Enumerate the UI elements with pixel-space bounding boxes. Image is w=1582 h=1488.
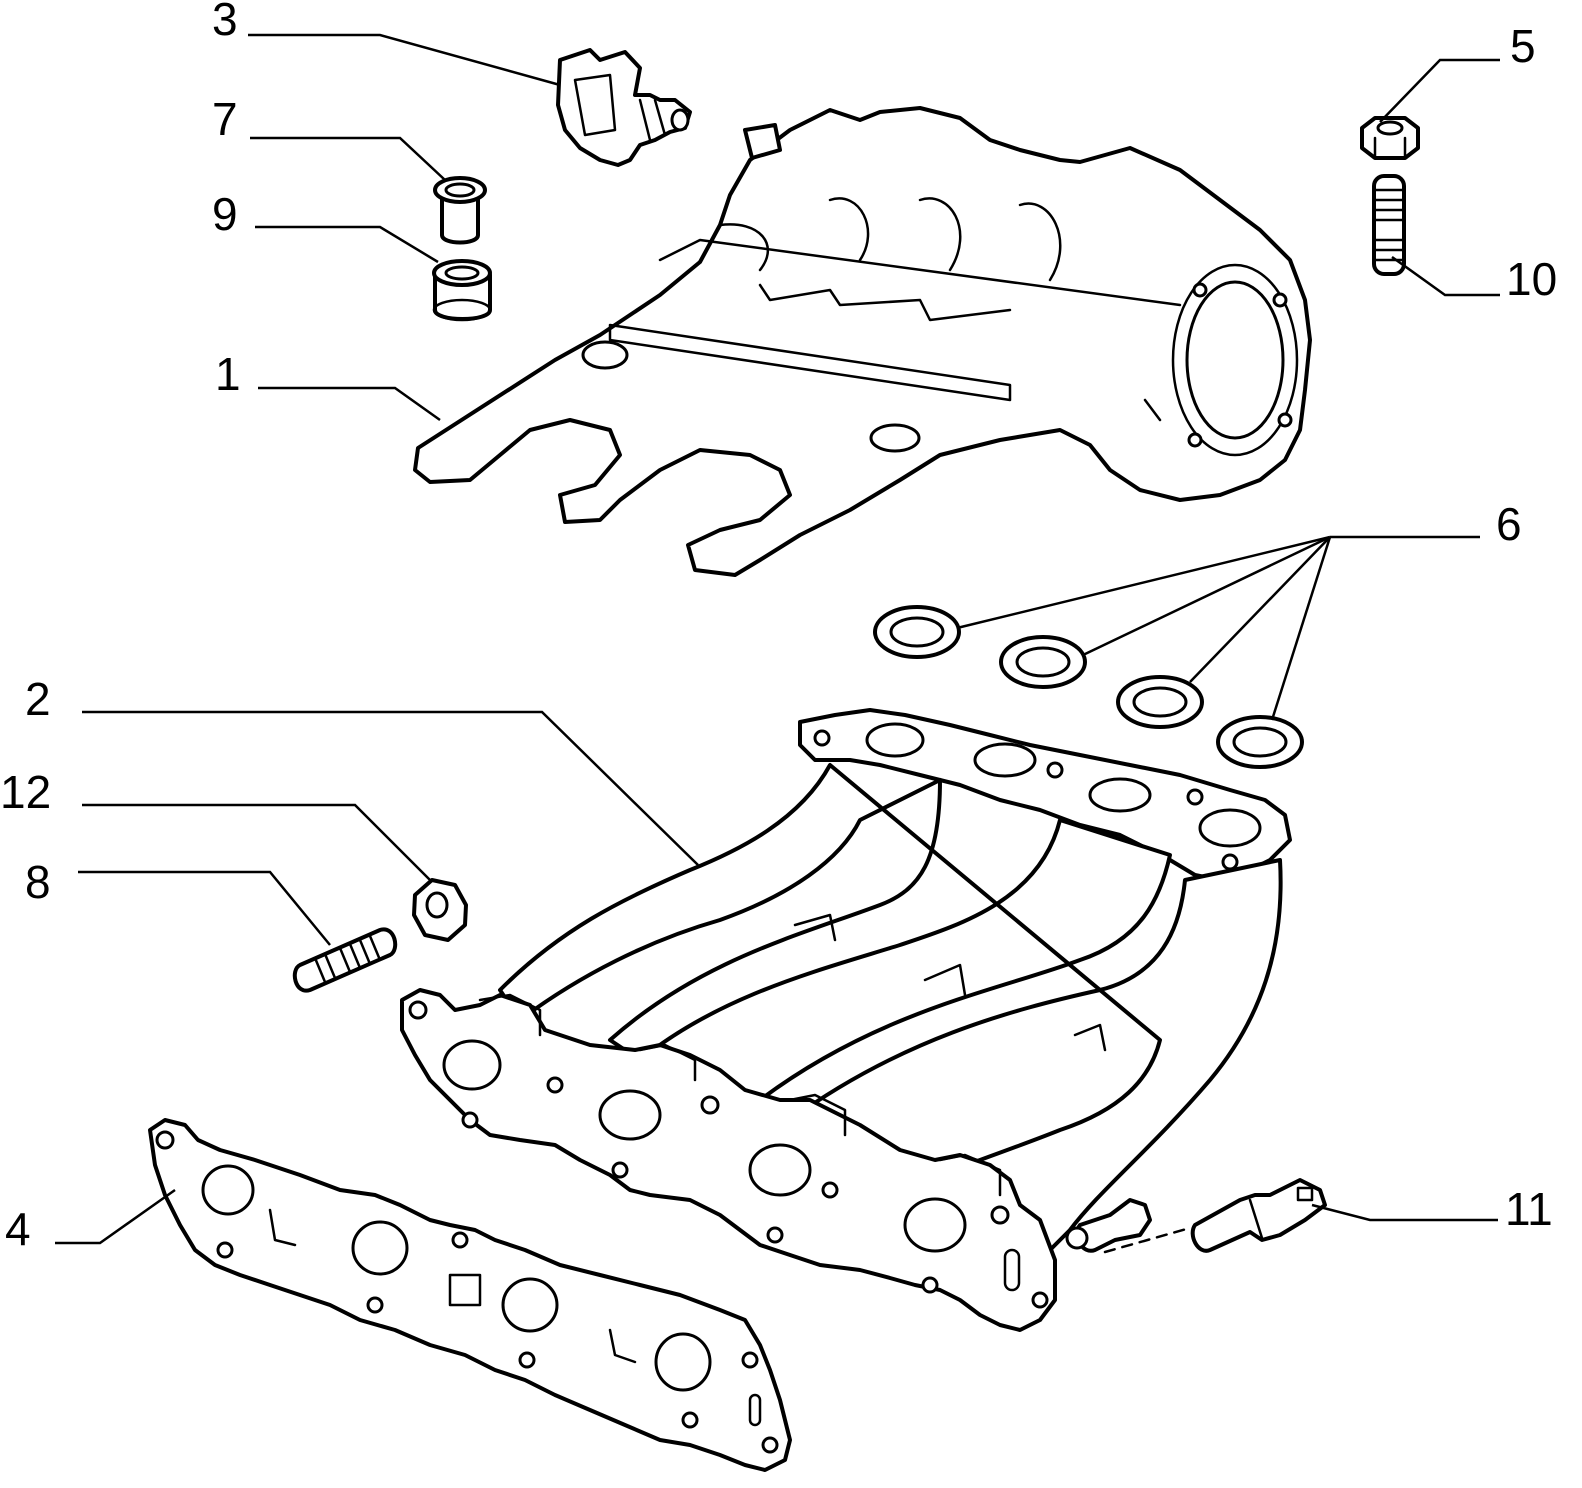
callout-9: 9 xyxy=(212,188,238,240)
grommet-9 xyxy=(432,259,492,322)
stud-10 xyxy=(1372,174,1406,276)
callout-2: 2 xyxy=(25,673,51,725)
leader-9 xyxy=(255,225,439,264)
bushing-7 xyxy=(433,176,487,245)
callout-11: 11 xyxy=(1505,1183,1553,1235)
map-sensor xyxy=(556,48,692,167)
leader-3 xyxy=(248,33,561,87)
leader-5 xyxy=(1379,58,1500,123)
stud-8 xyxy=(292,927,398,993)
leader-11 xyxy=(1311,1203,1498,1222)
temperature-sensor-11 xyxy=(1065,1178,1327,1254)
leader-6c xyxy=(1189,536,1331,683)
seal-rings-6 xyxy=(873,605,1304,769)
manifold-gasket-4 xyxy=(148,1118,792,1472)
callout-5: 5 xyxy=(1510,20,1536,72)
upper-intake-manifold xyxy=(413,106,1312,577)
callout-7: 7 xyxy=(212,93,238,145)
leader-4 xyxy=(55,1188,176,1245)
leader-7 xyxy=(250,136,446,181)
leader-6b xyxy=(1082,535,1331,657)
leader-8 xyxy=(78,870,331,946)
leader-6a xyxy=(956,535,1331,630)
callout-10: 10 xyxy=(1506,253,1557,305)
callout-numbers: 3 7 9 1 5 10 6 2 12 8 4 11 xyxy=(0,0,1557,1255)
leader-1 xyxy=(258,386,441,422)
callout-1: 1 xyxy=(215,348,241,400)
callout-8: 8 xyxy=(25,856,51,908)
callout-3: 3 xyxy=(212,0,238,45)
callout-12: 12 xyxy=(0,766,51,818)
callout-4: 4 xyxy=(5,1203,31,1255)
leader-lines xyxy=(55,33,1500,1245)
leader-12 xyxy=(82,803,433,883)
leader-2 xyxy=(82,710,699,866)
nut-5 xyxy=(1360,116,1420,160)
leader-10 xyxy=(1391,255,1500,297)
callout-6: 6 xyxy=(1496,498,1522,550)
lower-intake-manifold xyxy=(400,708,1292,1332)
nut-12 xyxy=(412,878,468,942)
leader-6d xyxy=(1270,536,1332,721)
